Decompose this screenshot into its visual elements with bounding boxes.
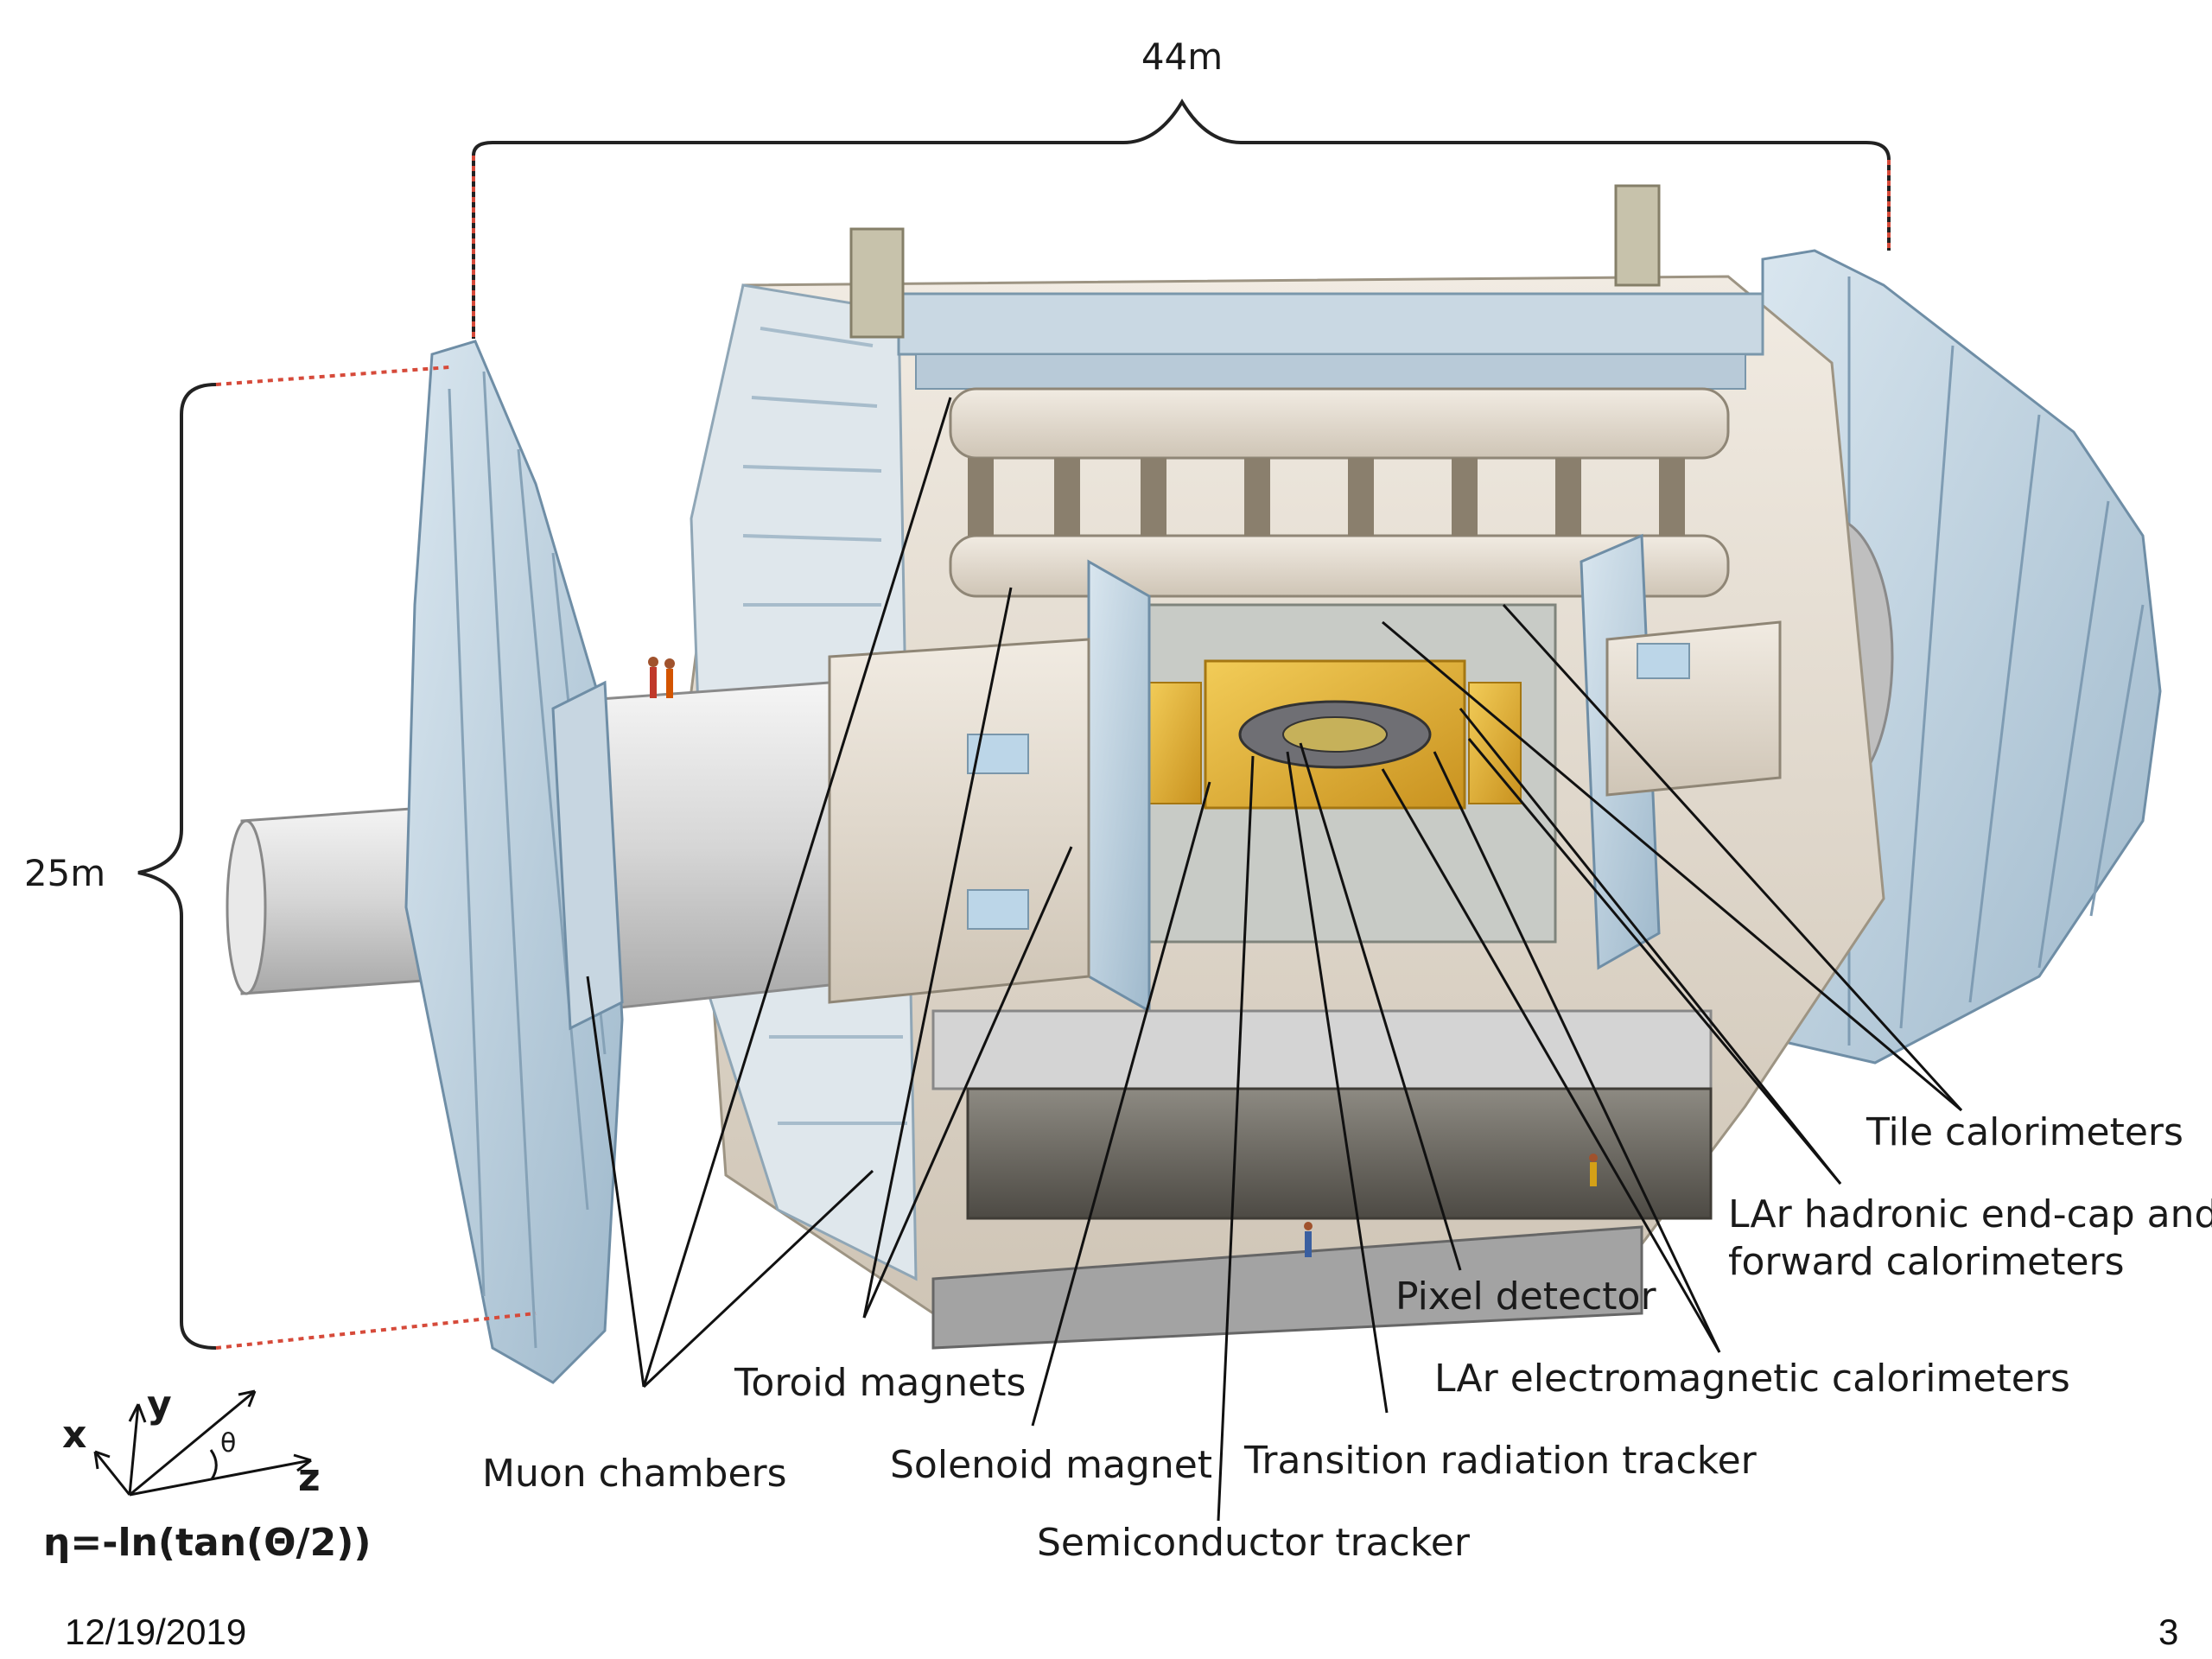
label-pixel-detector: Pixel detector [1395, 1274, 1656, 1319]
eta-formula: η=-ln(tan(Θ/2)) [43, 1521, 371, 1565]
label-muon-chambers: Muon chambers [482, 1452, 787, 1496]
detector-illustration [226, 184, 2162, 1384]
axes-labels: x y z θ η=-ln(tan(Θ/2)) [43, 1382, 371, 1565]
label-lar-electromagnetic: LAr electromagnetic calorimeters [1434, 1357, 2070, 1401]
axis-x-label: x [62, 1413, 86, 1457]
theta-direction-line [129, 1389, 256, 1497]
beam-axis [226, 620, 1782, 1013]
width-label: 44m [1141, 35, 1223, 78]
x-axis-line [93, 1451, 131, 1496]
label-lar-hadronic-line2: forward calorimeters [1728, 1240, 2125, 1284]
z-axis-line [129, 1459, 312, 1497]
axis-y-label: y [147, 1382, 172, 1427]
label-toroid-magnets: Toroid magnets [734, 1361, 1026, 1405]
component-labels: Muon chambers Toroid magnets Solenoid ma… [482, 1110, 2212, 1565]
width-dimension: 44m [472, 35, 1891, 339]
theta-label: θ [220, 1428, 236, 1459]
coordinate-axes [93, 1389, 312, 1497]
axis-z-label: z [298, 1456, 321, 1500]
footer-date: 12/19/2019 [65, 1611, 247, 1652]
left-big-wheel [404, 340, 624, 1384]
label-tile-calorimeters: Tile calorimeters [1866, 1110, 2183, 1154]
leader-lines [586, 397, 1963, 1522]
label-semiconductor-tracker: Semiconductor tracker [1037, 1521, 1471, 1565]
label-lar-hadronic-line1: LAr hadronic end-cap and [1728, 1192, 2212, 1236]
label-solenoid-magnet: Solenoid magnet [890, 1443, 1212, 1487]
people-figures [648, 657, 1598, 1257]
page-number: 3 [2158, 1611, 2179, 1652]
y-axis-line [128, 1403, 140, 1496]
height-dimension: 25m [24, 365, 537, 1350]
height-label: 25m [24, 852, 105, 894]
label-transition-radiation-tracker: Transition radiation tracker [1243, 1439, 1758, 1483]
